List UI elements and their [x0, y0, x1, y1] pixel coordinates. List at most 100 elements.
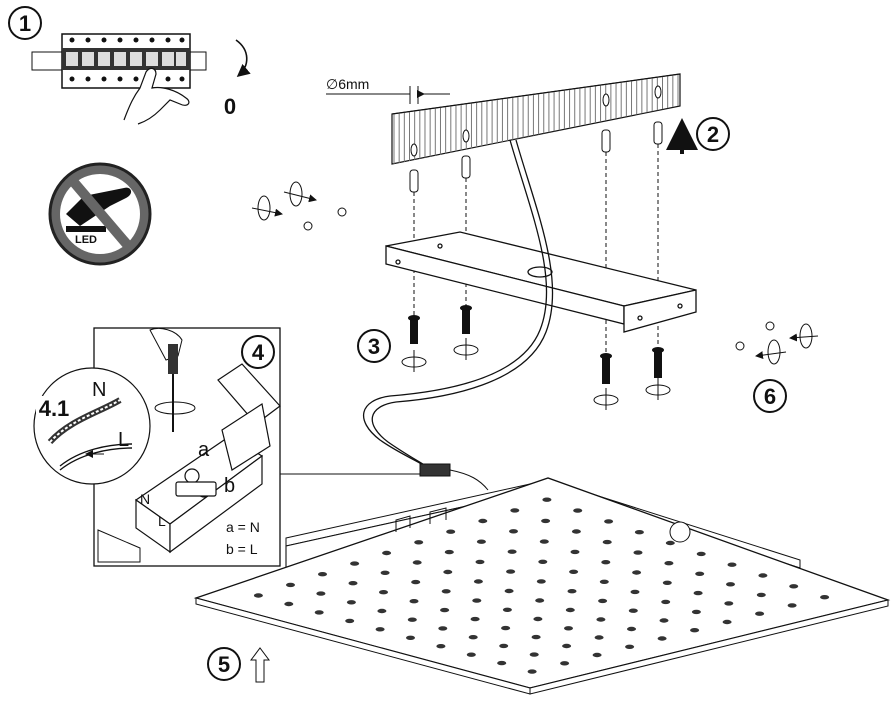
- led-dot: [662, 580, 672, 585]
- led-dot: [468, 635, 478, 640]
- mounting-bracket: [385, 231, 697, 333]
- led-dot: [604, 519, 614, 524]
- led-dot: [284, 601, 294, 607]
- led-dot: [510, 508, 520, 513]
- led-dot: [406, 635, 415, 640]
- led-dot: [527, 669, 537, 674]
- led-dot: [696, 551, 706, 557]
- legend-b: b = L: [226, 541, 258, 557]
- led-dot: [594, 635, 604, 640]
- step-6-group: 6: [735, 321, 819, 413]
- led-dot: [630, 589, 640, 595]
- step-5-circle: [207, 647, 241, 681]
- led-dot: [571, 529, 581, 534]
- terminal-a-label: a: [198, 439, 210, 461]
- led-dot: [348, 581, 358, 586]
- led-dot: [592, 652, 602, 658]
- screws-group-right: [593, 347, 671, 410]
- ceiling-group: ∅6mm 2: [326, 73, 730, 165]
- led-dot: [412, 560, 422, 565]
- led-dot: [536, 579, 546, 584]
- led-dot: [538, 559, 548, 564]
- led-dot: [820, 595, 830, 600]
- led-dot: [628, 608, 638, 613]
- power-cable: [362, 139, 548, 469]
- led-dot: [691, 609, 701, 615]
- led-dot: [446, 529, 456, 534]
- led-dot: [569, 569, 579, 574]
- led-dot: [724, 601, 734, 606]
- terminal-block: [134, 363, 281, 554]
- led-dot: [507, 549, 517, 554]
- step-4-circle: [241, 335, 275, 369]
- wire-n-label: N: [92, 379, 106, 401]
- led-dot: [756, 592, 766, 598]
- led-dot: [661, 599, 671, 605]
- led-dot: [693, 590, 703, 596]
- led-dot: [470, 616, 480, 622]
- led-dot: [379, 590, 388, 595]
- led-dot: [350, 561, 360, 566]
- wall-plugs: [409, 121, 663, 193]
- arrow-up-outline-icon: [250, 647, 270, 683]
- screws-group-left: 3: [357, 305, 479, 372]
- step-3-label: 3: [368, 334, 380, 359]
- step-4-inset: 4 a b N L a = N b = L: [33, 327, 422, 567]
- led-dot: [478, 518, 488, 524]
- rotate-icon: [251, 181, 347, 231]
- led-panel: [193, 477, 891, 695]
- led-dot: [599, 579, 609, 584]
- led-dot: [438, 626, 448, 631]
- led-dot: [375, 627, 385, 632]
- led-dot: [632, 570, 642, 575]
- step-1-group: 1 0: [8, 6, 251, 125]
- step-6-label: 6: [764, 384, 776, 409]
- led-dot: [657, 636, 667, 641]
- led-dot: [560, 661, 570, 666]
- led-dot: [726, 582, 735, 587]
- ceiling-hatch: [393, 74, 679, 164]
- led-dot: [444, 549, 454, 555]
- step-5-label: 5: [218, 652, 230, 677]
- led-dot: [665, 540, 675, 546]
- led-dot: [695, 571, 705, 576]
- led-dot: [441, 589, 451, 594]
- led-dot: [690, 628, 700, 633]
- led-dot: [475, 559, 485, 565]
- terminal-b-label: b: [224, 475, 235, 497]
- led-dot: [345, 618, 355, 624]
- led-dot: [789, 584, 799, 589]
- led-dot: [407, 617, 417, 622]
- led-dot: [318, 572, 327, 577]
- led-dot: [573, 508, 583, 513]
- screwdriver-rotate-icon: [401, 338, 479, 372]
- led-dot: [722, 619, 732, 625]
- step-2-circle: [696, 117, 730, 151]
- led-dot: [535, 598, 545, 603]
- led-dot: [596, 617, 606, 622]
- led-badge-label: LED: [75, 234, 97, 246]
- led-dot: [253, 593, 263, 598]
- led-dot: [414, 540, 424, 545]
- led-dot: [509, 529, 518, 534]
- led-dot: [565, 607, 575, 613]
- led-dot: [316, 591, 326, 596]
- led-dot: [664, 561, 674, 566]
- led-dot: [625, 644, 635, 649]
- led-dot: [377, 608, 387, 614]
- led-dot: [504, 588, 514, 594]
- led-dot: [562, 643, 572, 649]
- led-dot: [539, 539, 549, 544]
- led-dot: [542, 497, 552, 502]
- led-dot: [286, 582, 295, 588]
- led-dot: [409, 599, 419, 604]
- led-dot: [727, 562, 737, 567]
- led-dot: [502, 607, 512, 612]
- led-dot: [564, 626, 573, 631]
- led-dot: [443, 569, 453, 575]
- led-dot: [627, 626, 636, 632]
- led-dot: [602, 539, 612, 545]
- step-3-circle: [357, 329, 391, 363]
- led-dot: [440, 607, 450, 613]
